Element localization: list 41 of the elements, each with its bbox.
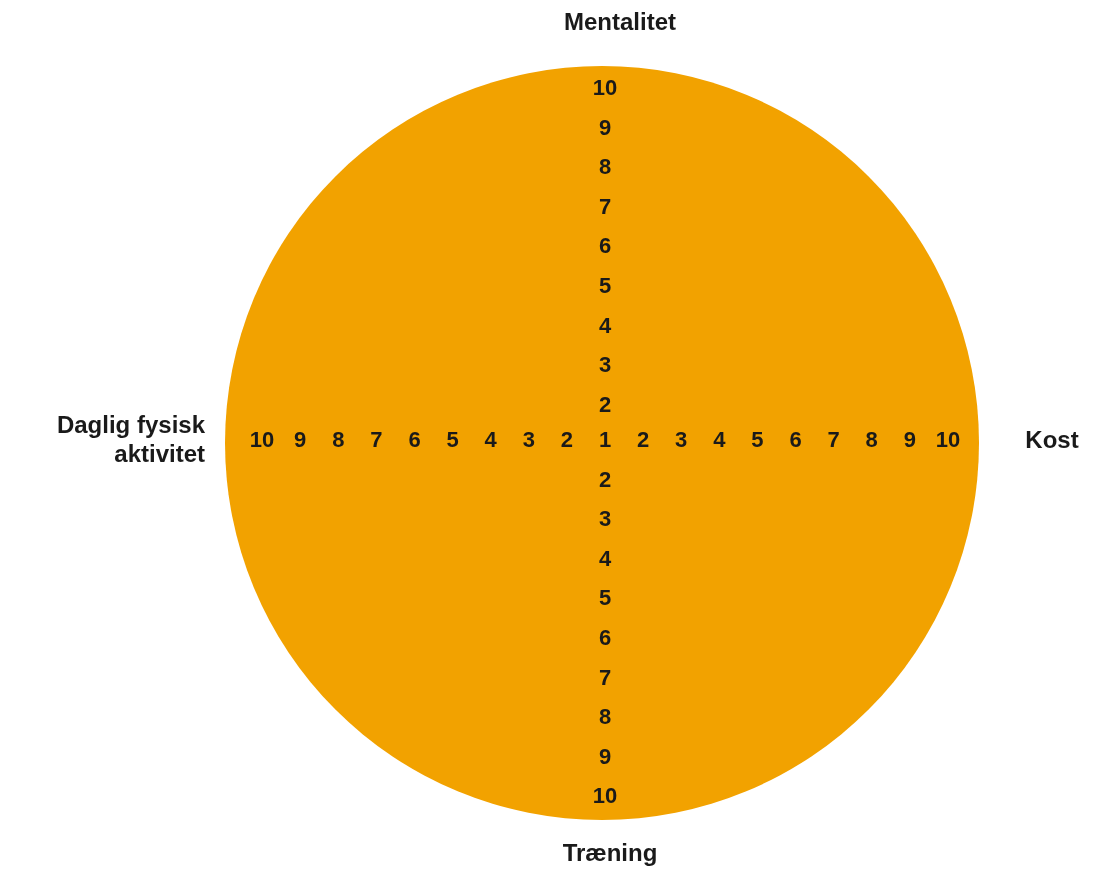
scale-number: 5 [598,272,612,300]
axis-title: Daglig fysisk aktivitet [55,411,205,469]
scale-number: 1 [598,426,612,454]
scale-number: 7 [370,426,383,454]
scale-number: 2 [636,426,650,454]
scale-number: 4 [713,426,726,454]
scale-number: 10 [592,783,618,810]
scale-number: 10 [935,426,961,454]
scale-number: 3 [522,426,535,454]
scale-number: 6 [789,426,802,454]
scale-number: 5 [751,426,764,454]
scale-number: 6 [598,624,612,652]
scale-number: 3 [675,426,688,454]
scale-number: 5 [598,585,612,612]
scale-number: 10 [592,74,618,102]
scale-number: 5 [446,426,459,454]
scale-number: 3 [598,352,612,379]
scale-number: 2 [560,426,573,454]
scale-number: 3 [598,506,612,533]
scale-number: 4 [484,426,497,454]
scale-number: 8 [598,704,612,731]
scale-number: 7 [598,193,612,220]
scale-number: 9 [598,114,612,141]
axis-title: Kost [1025,425,1079,455]
scale-number: 4 [598,545,612,572]
axis-title: Mentalitet [564,7,676,37]
scale-number: 9 [598,743,612,770]
axis-title: Træning [562,838,658,868]
scale-number: 9 [903,426,916,454]
scale-number: 10 [249,426,275,454]
scale-number: 7 [827,426,840,454]
scale-number: 8 [332,426,345,454]
scale-number: 7 [598,664,612,691]
scale-number: 4 [598,312,612,339]
scale-number: 9 [294,426,307,454]
scale-number: 8 [865,426,878,454]
scale-number: 6 [598,233,612,260]
scale-number: 6 [408,426,421,454]
scale-number: 2 [598,391,612,418]
scale-number: 8 [598,154,612,181]
scale-number: 2 [598,466,612,493]
